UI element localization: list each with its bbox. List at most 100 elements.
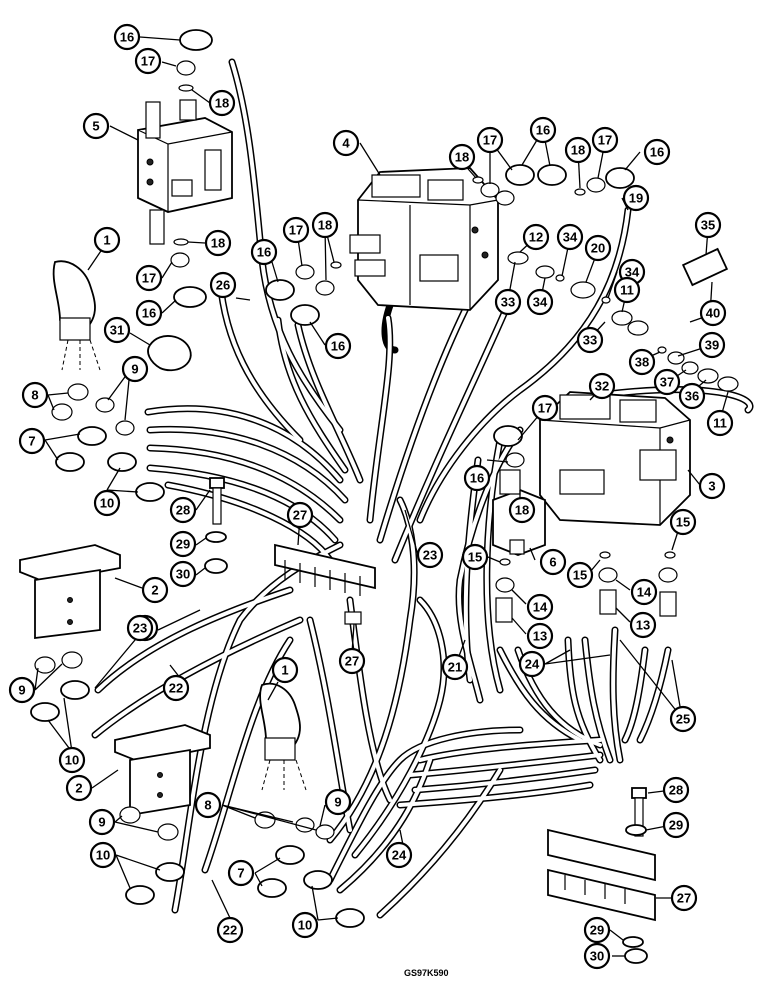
- hose-highlight: [623, 648, 647, 742]
- callout-label: 11: [713, 416, 727, 431]
- callout-label: 10: [65, 753, 79, 768]
- callout-label: 13: [533, 629, 547, 644]
- callout-marker: 27: [338, 647, 366, 675]
- adapter: [598, 567, 618, 583]
- callout-marker: 17: [591, 126, 619, 154]
- callout-marker: 10: [93, 489, 121, 517]
- elbow-fitting: [265, 279, 295, 301]
- callout-label: 33: [583, 333, 597, 348]
- elbow-fitting: [179, 29, 213, 51]
- hose-highlight: [398, 783, 592, 807]
- callout-label: 22: [169, 681, 183, 696]
- callout-label: 15: [468, 550, 482, 565]
- hose-highlight: [583, 638, 612, 762]
- hose-highlight: [96, 588, 292, 692]
- callout-marker: 18: [448, 143, 476, 171]
- callout-label: 9: [334, 795, 341, 810]
- callout-label: 40: [706, 306, 720, 321]
- callout-label: 7: [28, 434, 35, 449]
- callout-label: 7: [237, 866, 244, 881]
- fittings: [30, 29, 739, 928]
- callout-label: 33: [501, 295, 515, 310]
- adapter: [95, 397, 115, 413]
- callout-marker: 16: [529, 116, 557, 144]
- elbow-fitting: [125, 885, 155, 905]
- callout-label: 23: [133, 621, 147, 636]
- callout-label: 23: [423, 548, 437, 563]
- callout-marker: 9: [121, 355, 149, 383]
- check-valve-35: [681, 247, 729, 287]
- joystick-1-upper: [52, 260, 101, 371]
- callout-marker: 34: [556, 223, 584, 251]
- callout-label: 8: [204, 798, 211, 813]
- callout-label: 16: [650, 145, 664, 160]
- hose-clamp-27-lower: [547, 828, 656, 922]
- callout-label: 4: [342, 136, 350, 151]
- callout-label: 30: [176, 567, 190, 582]
- leader-line: [47, 697, 73, 753]
- callout-marker: 29: [662, 811, 690, 839]
- adapter: [119, 806, 141, 824]
- hose-highlight: [353, 598, 446, 857]
- callout-marker: 27: [286, 501, 314, 529]
- callout-marker: 3: [698, 472, 726, 500]
- callout-marker: 38: [628, 348, 656, 376]
- adapter: [535, 265, 555, 279]
- hose-highlight: [566, 638, 602, 762]
- callout-marker: 18: [564, 136, 592, 164]
- valve-block-4: [349, 167, 499, 311]
- callout-marker: 10: [58, 746, 86, 774]
- leader-line: [486, 459, 509, 463]
- callout-label: 9: [18, 683, 25, 698]
- adapter: [658, 567, 678, 583]
- callout-marker: 14: [630, 578, 658, 606]
- o-ring: [472, 176, 484, 184]
- leader-line: [267, 681, 279, 701]
- callout-marker: 18: [204, 229, 232, 257]
- callout-marker: 28: [169, 496, 197, 524]
- leader-line: [34, 663, 63, 691]
- callout-label: 18: [455, 150, 469, 165]
- callout-label: 9: [131, 362, 138, 377]
- elbow-fitting: [290, 304, 320, 326]
- leader-line: [44, 433, 81, 461]
- leader-line: [161, 261, 173, 279]
- hose-highlight: [328, 498, 417, 842]
- callout-marker: 8: [21, 381, 49, 409]
- callout-marker: 18: [208, 89, 236, 117]
- callout-label: 6: [549, 555, 556, 570]
- callout-marker: 13: [526, 622, 554, 650]
- callout-label: 18: [318, 218, 332, 233]
- callout-marker: 36: [678, 382, 706, 410]
- hose-highlight: [638, 648, 670, 742]
- washer-29-bottom: [622, 936, 644, 948]
- hose-highlight: [378, 768, 502, 917]
- callout-marker: 24: [518, 650, 546, 678]
- callout-label: 19: [629, 191, 643, 206]
- callout-label: 21: [448, 660, 462, 675]
- leader-line: [114, 815, 159, 833]
- callout-marker: 17: [134, 47, 162, 75]
- leader-line: [109, 125, 139, 141]
- callout-label: 17: [538, 401, 552, 416]
- elbow-fitting: [275, 845, 305, 865]
- callout-marker: 30: [169, 560, 197, 588]
- callout-label: 1: [281, 663, 288, 678]
- elbow-fitting: [335, 908, 365, 928]
- callout-marker: 23: [416, 541, 444, 569]
- callout-marker: 33: [576, 326, 604, 354]
- hose-highlight: [408, 753, 602, 777]
- callout-marker: 15: [461, 543, 489, 571]
- o-ring: [574, 188, 586, 196]
- callout-label: 27: [345, 654, 359, 669]
- callout-marker: 17: [135, 264, 163, 292]
- callout-label: 10: [100, 496, 114, 511]
- elbow-fitting: [505, 164, 535, 186]
- o-ring: [499, 558, 511, 566]
- o-ring: [173, 238, 189, 246]
- callout-label: 26: [216, 278, 230, 293]
- adapter: [495, 190, 515, 206]
- callout-marker: 32: [588, 372, 616, 400]
- callout-marker: 37: [653, 368, 681, 396]
- callout-markers: 16 17 18 5 18 17 16 1 31 8 9 7 10 28 29 …: [8, 23, 734, 970]
